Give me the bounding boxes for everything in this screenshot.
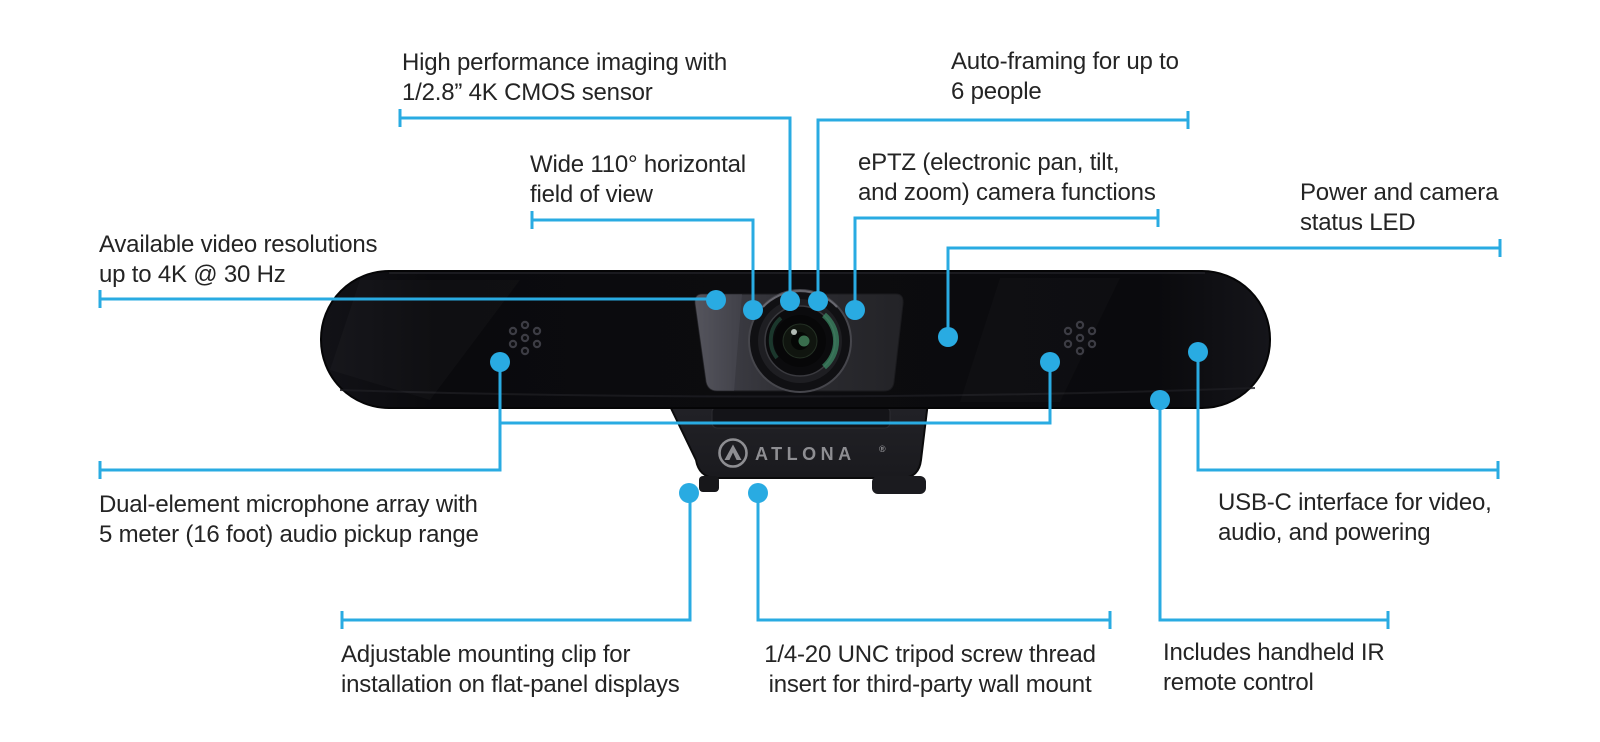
lens-module-left-facet <box>694 294 742 391</box>
label-microphone-array: Dual-element microphone array with 5 met… <box>99 490 479 550</box>
callout-microphone-array <box>98 352 1060 479</box>
callout-eptz <box>845 209 1160 320</box>
label-usb-c: USB-C interface for video, audio, and po… <box>1218 488 1492 548</box>
clip-right-foot <box>872 476 926 494</box>
label-eptz-line2: and zoom) camera functions <box>858 179 1156 206</box>
lens-rim-highlight <box>762 290 838 308</box>
camera-lens <box>748 289 852 393</box>
label-cmos-sensor: High performance imaging with 1/2.8” 4K … <box>402 48 727 108</box>
label-tripod-insert: 1/4-20 UNC tripod screw thread insert fo… <box>748 640 1112 700</box>
label-video-resolutions: Available video resolutions up to 4K @ 3… <box>99 230 378 290</box>
callout-auto-framing <box>808 111 1190 311</box>
lens-specular-highlight <box>791 329 797 335</box>
callout-cmos-sensor <box>398 109 800 311</box>
label-video-resolutions-line2: up to 4K @ 30 Hz <box>99 261 286 288</box>
callout-tripod-insert <box>748 483 1112 629</box>
label-eptz-line1: ePTZ (electronic pan, tilt, <box>858 149 1120 176</box>
callout-ir-remote <box>1150 390 1390 629</box>
label-tripod-insert-line1: 1/4-20 UNC tripod screw thread <box>764 641 1096 668</box>
registered-mark: ® <box>879 444 886 454</box>
callouts-overlay <box>98 109 1502 629</box>
label-usb-c-line1: USB-C interface for video, <box>1218 489 1492 516</box>
label-ir-remote-line2: remote control <box>1163 669 1314 696</box>
label-microphone-array-line1: Dual-element microphone array with <box>99 491 478 518</box>
label-eptz: ePTZ (electronic pan, tilt, and zoom) ca… <box>858 148 1156 208</box>
label-status-led: Power and camera status LED <box>1300 178 1498 238</box>
logo-circle-icon <box>718 438 748 468</box>
label-mounting-clip: Adjustable mounting clip for installatio… <box>341 640 680 700</box>
body-bottom-sheen <box>339 387 1256 398</box>
clip-left-foot <box>699 476 719 492</box>
mounting-clip: ATLONA ® <box>666 401 930 494</box>
label-field-of-view: Wide 110° horizontal field of view <box>530 150 746 210</box>
callout-field-of-view <box>530 211 763 320</box>
label-tripod-insert-line2: insert for third-party wall mount <box>768 671 1092 698</box>
label-cmos-sensor-line1: High performance imaging with <box>402 49 728 76</box>
label-mounting-clip-line1: Adjustable mounting clip for <box>341 641 631 668</box>
brand-wordmark: ATLONA <box>755 444 856 464</box>
microphone-grille-left <box>508 320 542 356</box>
lens-green-glint <box>798 335 810 347</box>
label-auto-framing-line2: 6 people <box>951 78 1042 105</box>
callout-video-resolutions <box>98 290 726 310</box>
label-cmos-sensor-line2: 1/2.8” 4K CMOS sensor <box>402 79 653 106</box>
clip-groove <box>711 406 891 429</box>
label-status-led-line2: status LED <box>1300 209 1416 236</box>
lens-green-reflection <box>821 312 840 370</box>
atlona-logo: ATLONA ® <box>718 438 886 468</box>
callout-mounting-clip <box>340 483 699 629</box>
label-microphone-array-line2: 5 meter (16 foot) audio pickup range <box>99 521 479 548</box>
label-video-resolutions-line1: Available video resolutions <box>99 231 378 258</box>
microphone-grille-right <box>1063 320 1097 356</box>
label-auto-framing-line1: Auto-framing for up to <box>951 48 1179 75</box>
label-ir-remote: Includes handheld IR remote control <box>1163 638 1385 698</box>
callout-usb-c <box>1188 342 1500 479</box>
label-status-led-line1: Power and camera <box>1300 179 1499 206</box>
webcam-device: ATLONA ® <box>320 270 1271 494</box>
label-field-of-view-line2: field of view <box>530 181 653 208</box>
label-ir-remote-line1: Includes handheld IR <box>1163 639 1385 666</box>
label-auto-framing: Auto-framing for up to 6 people <box>951 47 1179 107</box>
label-usb-c-line2: audio, and powering <box>1218 519 1431 546</box>
logo-triangle-icon <box>724 444 742 460</box>
label-mounting-clip-line2: installation on flat-panel displays <box>341 671 680 698</box>
lens-green-reflection-left <box>768 316 783 360</box>
label-field-of-view-line1: Wide 110° horizontal <box>530 151 746 178</box>
callout-status-led <box>938 239 1502 347</box>
logo-triangle-notch <box>729 452 737 460</box>
